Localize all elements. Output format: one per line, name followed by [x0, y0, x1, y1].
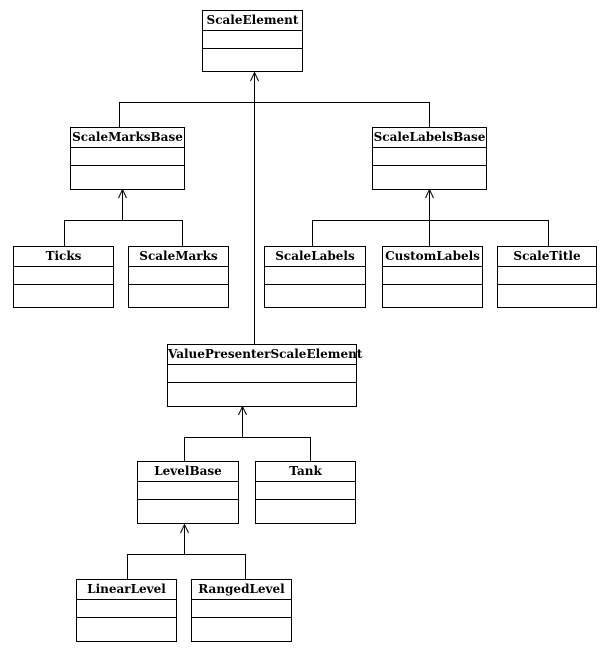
class-attributes — [383, 267, 482, 285]
class-attributes — [14, 267, 113, 285]
class-box-scalelabelsbase: ScaleLabelsBase — [372, 127, 487, 190]
class-attributes — [129, 267, 228, 285]
class-attributes — [256, 482, 355, 500]
class-name: ScaleLabels — [265, 247, 365, 267]
class-operations — [498, 285, 596, 302]
class-name: ScaleMarksBase — [71, 128, 184, 148]
class-operations — [256, 500, 355, 517]
edge-levelbase-tank — [184, 437, 311, 462]
class-box-scaletitle: ScaleTitle — [497, 246, 597, 308]
class-box-ticks: Ticks — [13, 246, 114, 308]
class-attributes — [77, 600, 176, 618]
class-attributes — [265, 267, 365, 285]
class-operations — [129, 285, 228, 302]
class-box-linearlevel: LinearLevel — [76, 579, 177, 642]
class-name: LevelBase — [138, 462, 238, 482]
edge-scalelabels-scaletitle — [312, 220, 549, 247]
class-name: ScaleLabelsBase — [373, 128, 486, 148]
class-name: ValuePresenterScaleElement — [168, 345, 362, 365]
class-operations — [77, 618, 176, 635]
arrowhead-levelbase — [180, 523, 189, 534]
class-box-rangedlevel: RangedLevel — [191, 579, 292, 642]
class-operations — [383, 285, 482, 302]
class-operations — [14, 285, 113, 302]
edge-scalemarksbase-to-scaleelement — [119, 102, 430, 129]
class-name: CustomLabels — [383, 247, 482, 267]
class-attributes — [498, 267, 596, 285]
class-name: LinearLevel — [77, 580, 176, 600]
class-operations — [203, 49, 302, 66]
class-box-customlabels: CustomLabels — [382, 246, 483, 308]
class-box-scalemarksbase: ScaleMarksBase — [70, 127, 185, 190]
arrowhead-scaleelement — [250, 71, 259, 82]
class-name: Tank — [256, 462, 355, 482]
class-name: RangedLevel — [192, 580, 291, 600]
class-operations — [168, 383, 356, 400]
class-operations — [265, 285, 365, 302]
class-operations — [192, 618, 291, 635]
class-name: ScaleMarks — [129, 247, 228, 267]
class-name: Ticks — [14, 247, 113, 267]
class-attributes — [168, 365, 356, 383]
class-operations — [373, 166, 486, 183]
class-box-scalelabels: ScaleLabels — [264, 246, 366, 308]
class-attributes — [138, 482, 238, 500]
class-box-tank: Tank — [255, 461, 356, 524]
class-box-scalemarks: ScaleMarks — [128, 246, 229, 308]
class-attributes — [192, 600, 291, 618]
class-name: ScaleElement — [203, 11, 302, 31]
edge-linear-ranged — [127, 554, 246, 580]
class-attributes — [373, 148, 486, 166]
class-box-valuepresenterscaleelement: ValuePresenterScaleElement — [167, 344, 362, 407]
class-name: ScaleTitle — [498, 247, 596, 267]
class-operations — [138, 500, 238, 517]
class-box-scaleelement: ScaleElement — [202, 10, 303, 72]
class-attributes — [203, 31, 302, 49]
class-operations — [71, 166, 184, 183]
edge-ticks-scalemarks — [64, 220, 183, 247]
class-attributes — [71, 148, 184, 166]
class-box-levelbase: LevelBase — [137, 461, 239, 524]
